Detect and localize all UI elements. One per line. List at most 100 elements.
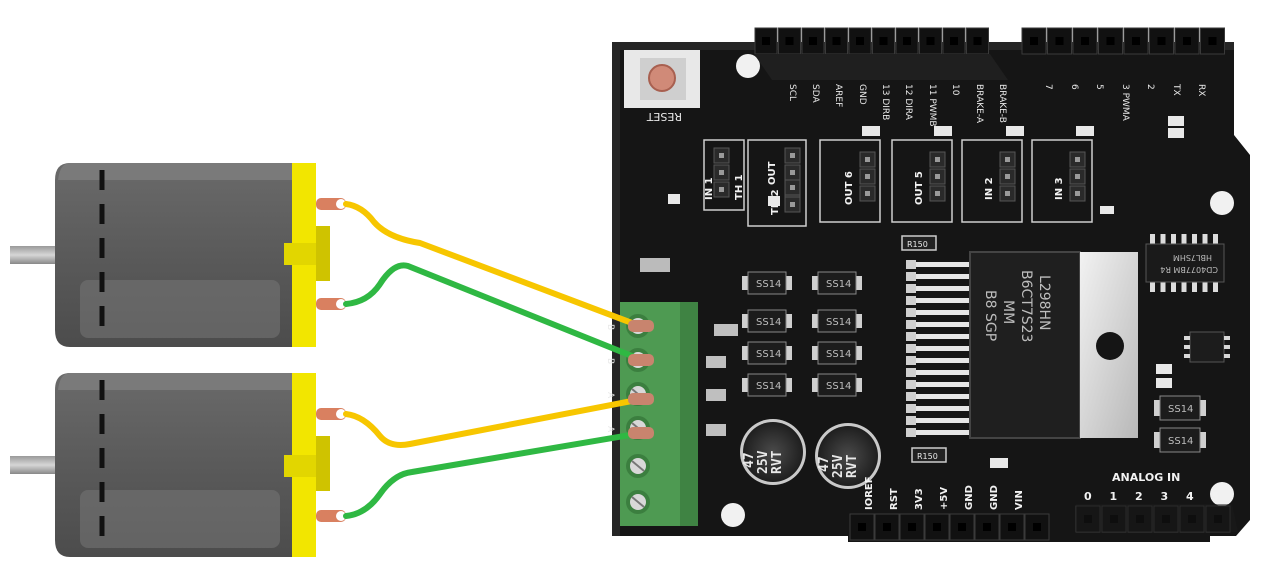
top-header-label: RX bbox=[1196, 84, 1206, 96]
top-header-label: 2 bbox=[1145, 84, 1155, 90]
diode-ss14: SS14 bbox=[812, 309, 862, 333]
chip-pin bbox=[912, 322, 972, 327]
header-pin-socket bbox=[1072, 27, 1098, 55]
chip-pad bbox=[906, 404, 916, 413]
diode-ss14: SS14 bbox=[812, 341, 862, 365]
header-pin-socket bbox=[778, 27, 801, 55]
chip-pin bbox=[912, 286, 972, 291]
resistor: R150 bbox=[911, 447, 947, 463]
chip-pad bbox=[906, 368, 916, 377]
header-pin-socket bbox=[895, 27, 919, 55]
soic-pin bbox=[1171, 234, 1176, 244]
soic-text-2: CD4077BM R4 bbox=[1160, 265, 1218, 274]
chip-pin bbox=[912, 262, 972, 267]
chip-pad bbox=[906, 308, 916, 317]
soic-pin bbox=[1160, 282, 1166, 292]
svg-text:SS14: SS14 bbox=[756, 317, 781, 328]
smd-parts bbox=[640, 116, 1184, 468]
soic-pin bbox=[1202, 282, 1208, 292]
top-header-label: 12 DIRA bbox=[903, 84, 913, 121]
wire-green-motor2 bbox=[343, 430, 645, 519]
svg-text:RVT: RVT bbox=[770, 450, 785, 474]
chip-pad bbox=[906, 356, 916, 365]
chip-text-4: B8 SGP bbox=[982, 290, 998, 341]
top-header-label: 10 bbox=[950, 84, 960, 96]
header-pin-socket bbox=[1021, 27, 1047, 55]
diode-ss14: SS14 bbox=[742, 271, 792, 295]
svg-text:25V: 25V bbox=[756, 450, 771, 474]
resistor: R150 bbox=[901, 235, 937, 251]
header-body bbox=[1076, 504, 1238, 532]
header-pin-socket bbox=[1149, 27, 1174, 55]
header-pin-socket bbox=[966, 27, 989, 55]
pin-header-block bbox=[999, 151, 1016, 202]
diode-ss14: SS14 bbox=[742, 341, 792, 365]
analog-label: 3 bbox=[1161, 490, 1169, 503]
label-in1: IN 1 bbox=[704, 177, 715, 200]
power-label: +5V bbox=[939, 487, 950, 510]
svg-text:SS14: SS14 bbox=[826, 279, 851, 290]
chip-pin bbox=[912, 430, 972, 435]
terminal-label: B bbox=[605, 324, 615, 330]
motor-terminal-bottom bbox=[316, 298, 346, 310]
header-pin-socket bbox=[1200, 27, 1225, 55]
chip-pad bbox=[906, 272, 916, 281]
svg-text:SS14: SS14 bbox=[756, 279, 781, 290]
chip-pad bbox=[906, 320, 916, 329]
pin-header-blocks bbox=[713, 147, 1086, 213]
header-pin-socket bbox=[949, 513, 975, 541]
label-th1: TH 1 bbox=[734, 174, 745, 200]
top-header-label: BRAKE-B bbox=[997, 84, 1007, 123]
power-label: 3V3 bbox=[914, 488, 925, 510]
label-out6: OUT 6 bbox=[844, 171, 855, 205]
soic-pin bbox=[1181, 234, 1187, 244]
chip-text-2: B6CT7S23 bbox=[1018, 270, 1034, 342]
pin-header-block bbox=[929, 151, 946, 202]
motor-bearing-boss bbox=[284, 455, 320, 477]
svg-text:SS14: SS14 bbox=[826, 317, 851, 328]
chip-pin bbox=[912, 382, 972, 387]
chip-pin bbox=[912, 406, 972, 411]
top-header-right bbox=[1021, 27, 1225, 55]
small-ic bbox=[1184, 331, 1230, 363]
chip-pin bbox=[912, 346, 972, 351]
soic-pin bbox=[1213, 234, 1218, 244]
svg-text:R150: R150 bbox=[907, 240, 928, 249]
analog-label: 0 bbox=[1084, 490, 1092, 503]
analog-label: 2 bbox=[1135, 490, 1143, 503]
chip-pad bbox=[906, 344, 916, 353]
label-out: OUT bbox=[767, 161, 778, 185]
l298-driver-chip: L298HN B6CT7S23 MM B8 SGP bbox=[906, 251, 1138, 439]
header-pin-socket bbox=[942, 27, 966, 55]
label-in3: IN 3 bbox=[1054, 177, 1065, 200]
diode-ss14: SS14 bbox=[812, 271, 862, 295]
bottom-headers bbox=[849, 504, 1238, 541]
motor-body-highlight bbox=[58, 163, 300, 180]
soic-pin bbox=[1181, 282, 1187, 292]
svg-text:SS14: SS14 bbox=[826, 349, 851, 360]
top-header-label: 11 PWMB bbox=[927, 84, 937, 127]
svg-text:47: 47 bbox=[742, 452, 757, 468]
chip-pin bbox=[912, 418, 972, 423]
dc-motor-2 bbox=[10, 373, 346, 557]
header-pin-socket bbox=[899, 513, 925, 541]
soic-text-1: HBL7SHM bbox=[1173, 253, 1212, 262]
terminal-pads bbox=[706, 324, 738, 436]
header-pin-socket bbox=[924, 513, 950, 541]
header-pin-socket bbox=[872, 27, 895, 55]
motor-shaft bbox=[10, 456, 58, 474]
diode-ss14: SS14 bbox=[1154, 427, 1206, 453]
top-header-label: BRAKE-A bbox=[974, 84, 984, 124]
chip-pin bbox=[912, 370, 972, 375]
top-header-left bbox=[754, 27, 1008, 80]
chip-pad bbox=[906, 284, 916, 293]
analog-label: 1 bbox=[1110, 490, 1118, 503]
soic-pin bbox=[1150, 234, 1155, 244]
header-body bbox=[754, 54, 1008, 80]
power-label: VIN bbox=[1014, 490, 1025, 510]
